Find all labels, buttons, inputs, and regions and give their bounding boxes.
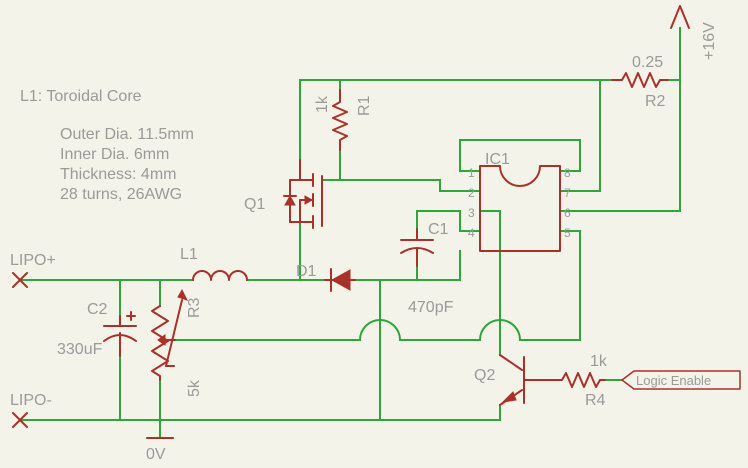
lipo-plus-terminal — [12, 272, 28, 288]
wires — [19, 27, 681, 439]
r3-name: R3 — [186, 297, 203, 318]
note-turns: 28 turns, 26AWG — [60, 186, 182, 203]
r2-value: 0.25 — [632, 54, 663, 71]
d1-name: D1 — [296, 263, 317, 280]
supply-label: +16V — [701, 22, 718, 60]
note-inner-dia: Inner Dia. 6mm — [60, 146, 169, 163]
logic-enable-label: Logic Enable — [636, 373, 711, 388]
c1-value: 470pF — [408, 299, 454, 316]
r3-potentiometer-symbol — [151, 288, 188, 381]
ic1-pin-5: 5 — [564, 226, 571, 240]
l1-inductor-symbol — [192, 270, 248, 281]
c2-capacitor-symbol — [103, 311, 137, 357]
r4-resistor-symbol — [524, 372, 606, 388]
q1-name: Q1 — [244, 196, 265, 213]
supply-arrow-symbol — [670, 5, 690, 29]
lipo-minus-terminal — [12, 412, 28, 428]
note-outer-dia: Outer Dia. 11.5mm — [60, 126, 194, 143]
c1-name: C1 — [428, 221, 449, 238]
c2-value: 330uF — [57, 341, 103, 358]
q2-name: Q2 — [474, 367, 495, 384]
r3-value: 5k — [186, 379, 203, 397]
c1-capacitor-symbol — [400, 228, 434, 267]
ic1-pin-1: 1 — [468, 166, 475, 180]
ic1-name: IC1 — [485, 151, 510, 168]
d1-diode-symbol — [324, 268, 356, 292]
r2-resistor-symbol — [611, 72, 669, 88]
r1-resistor-symbol — [332, 89, 348, 151]
ic1-pin-6: 6 — [564, 206, 571, 220]
ic1-pin-8: 8 — [564, 166, 571, 180]
q2-transistor-symbol — [499, 354, 525, 406]
lipo-minus-label: LIPO- — [10, 392, 52, 409]
ic1-pin-3: 3 — [468, 206, 475, 220]
logic-enable-port — [621, 370, 741, 390]
l1-name: L1 — [180, 246, 198, 263]
ic1-pin-4: 4 — [468, 226, 475, 240]
r4-name: R4 — [585, 392, 606, 409]
note-thickness: Thickness: 4mm — [60, 166, 176, 183]
r2-name: R2 — [645, 93, 666, 110]
ic1-pin-7: 7 — [564, 186, 571, 200]
ground-label: 0V — [146, 446, 166, 463]
r1-value: 1k — [314, 95, 331, 113]
r1-name: R1 — [356, 95, 373, 116]
r4-value: 1k — [590, 353, 608, 370]
core-note: L1: Toroidal Core — [20, 88, 142, 105]
c2-name: C2 — [87, 301, 108, 318]
ic1-chip-symbol — [479, 165, 561, 252]
q1-mosfet-symbol — [283, 159, 323, 229]
lipo-plus-label: LIPO+ — [10, 252, 56, 269]
ic1-pin-2: 2 — [468, 186, 475, 200]
